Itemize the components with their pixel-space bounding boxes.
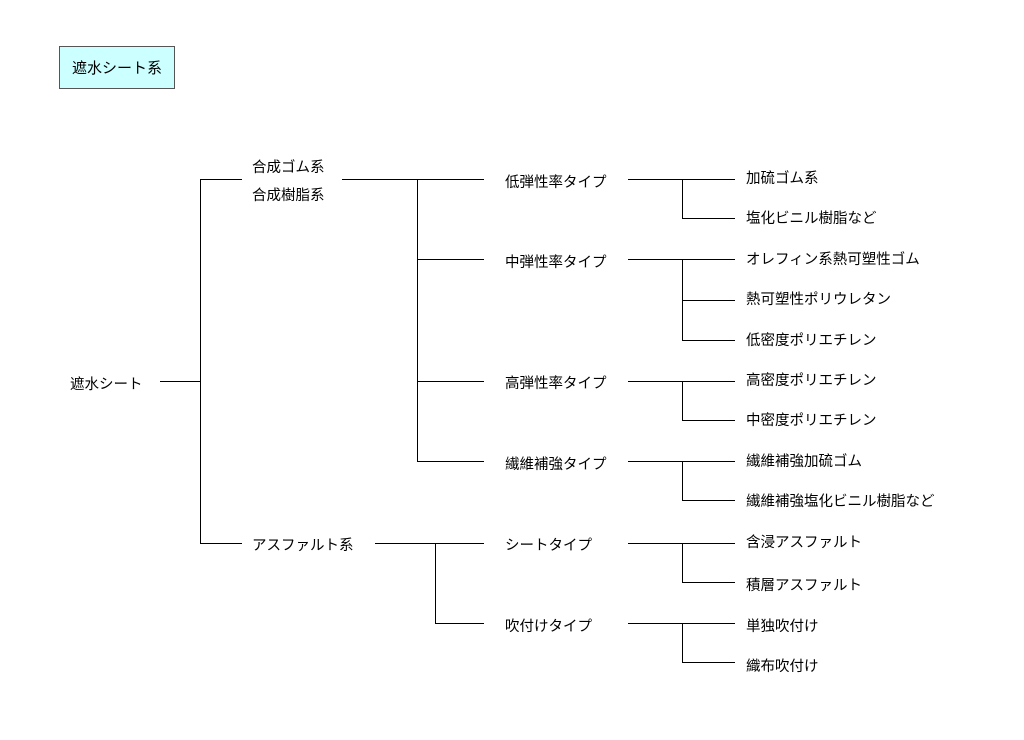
- node-hdpe: 高密度ポリエチレン: [746, 373, 877, 389]
- node-high-modulus: 高弾性率タイプ: [505, 376, 607, 392]
- node-root: 遮水シート: [70, 377, 143, 393]
- node-olefin-tpe: オレフィン系熱可塑性ゴム: [746, 252, 920, 268]
- node-sheet-type: シートタイプ: [505, 538, 592, 554]
- node-pvc-etc: 塩化ビニル樹脂など: [746, 211, 877, 227]
- node-thermoplastic-pu: 熱可塑性ポリウレタン: [746, 292, 891, 308]
- node-fiber-pvc-etc: 繊維補強塩化ビニル樹脂など: [746, 494, 935, 510]
- node-asphalt: アスファルト系: [252, 538, 354, 554]
- node-fiber-reinforced: 繊維補強タイプ: [505, 457, 607, 473]
- node-single-spray: 単独吹付け: [746, 619, 819, 635]
- node-mid-modulus: 中弾性率タイプ: [505, 255, 607, 271]
- node-fiber-vulcanized-rubber: 繊維補強加硫ゴム: [746, 454, 862, 470]
- node-impregnated-asphalt: 含浸アスファルト: [746, 535, 862, 551]
- node-mdpe: 中密度ポリエチレン: [746, 413, 877, 429]
- node-fabric-spray: 織布吹付け: [746, 659, 819, 675]
- diagram-title-box: 遮水シート系: [59, 46, 175, 89]
- node-spray-type: 吹付けタイプ: [505, 619, 592, 635]
- node-low-modulus: 低弾性率タイプ: [505, 175, 607, 191]
- node-synthetic-resin: 合成樹脂系: [252, 188, 325, 204]
- node-ldpe: 低密度ポリエチレン: [746, 333, 877, 349]
- node-vulcanized-rubber: 加硫ゴム系: [746, 171, 819, 187]
- node-laminated-asphalt: 積層アスファルト: [746, 578, 862, 594]
- diagram-title: 遮水シート系: [71, 59, 162, 77]
- node-synthetic-rubber: 合成ゴム系: [252, 160, 325, 176]
